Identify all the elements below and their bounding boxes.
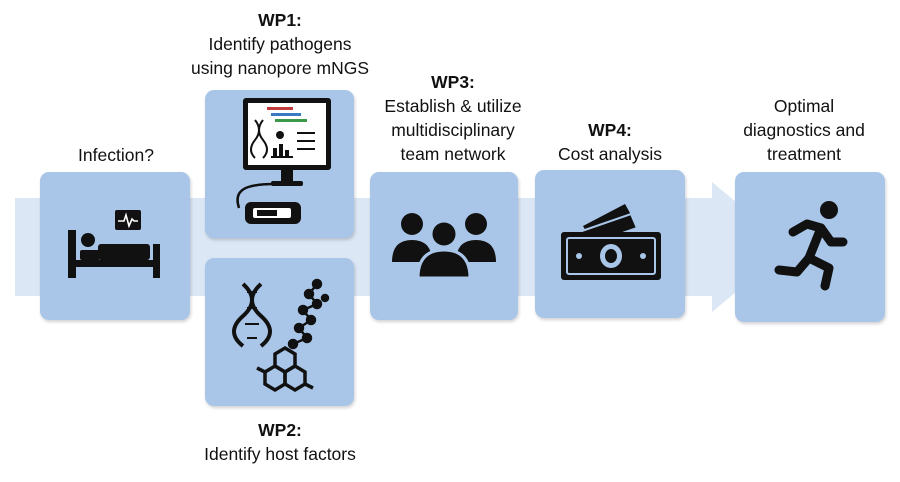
outcome-line1: Optimal bbox=[773, 96, 835, 116]
wp1-label: WP1: Identify pathogens using nanopore m… bbox=[175, 8, 385, 80]
team-people-icon bbox=[392, 213, 496, 280]
wp1-heading: WP1: bbox=[258, 10, 302, 30]
outcome-line2: diagnostics and bbox=[743, 120, 865, 140]
outcome-label: Optimal diagnostics and treatment bbox=[722, 94, 886, 166]
wp1-line1: Identify pathogens bbox=[208, 34, 352, 54]
outcome-line3: treatment bbox=[767, 144, 841, 164]
wp4-heading: WP4: bbox=[588, 120, 632, 140]
wp1-line2: using nanopore mNGS bbox=[190, 58, 370, 78]
infection-label: Infection? bbox=[40, 143, 192, 167]
wp3-heading: WP3: bbox=[431, 72, 475, 92]
dna-helix-icon bbox=[232, 282, 272, 348]
hospital-bed-monitor-icon bbox=[68, 210, 160, 278]
wp3-line1: Establish & utilize bbox=[384, 96, 522, 116]
wp4-label: WP4: Cost analysis bbox=[530, 118, 690, 166]
running-person-icon bbox=[774, 201, 848, 291]
money-stack-icon bbox=[561, 204, 661, 280]
wp2-label: WP2: Identify host factors bbox=[180, 418, 380, 466]
chain-molecule-icon bbox=[287, 278, 330, 350]
infection-text: Infection? bbox=[78, 145, 154, 165]
wp3-line2: multidisciplinary bbox=[391, 120, 515, 140]
wp4-line1: Cost analysis bbox=[557, 144, 663, 164]
wp2-box bbox=[205, 258, 354, 406]
hexagon-molecule-icon bbox=[256, 345, 314, 393]
wp2-heading: WP2: bbox=[258, 420, 302, 440]
wp2-line1: Identify host factors bbox=[204, 444, 356, 464]
wp3-label: WP3: Establish & utilize multidisciplina… bbox=[362, 70, 544, 166]
computer-sequencer-icon bbox=[236, 98, 331, 224]
dna-molecule-icons bbox=[232, 278, 330, 393]
wp3-line3: team network bbox=[400, 144, 506, 164]
